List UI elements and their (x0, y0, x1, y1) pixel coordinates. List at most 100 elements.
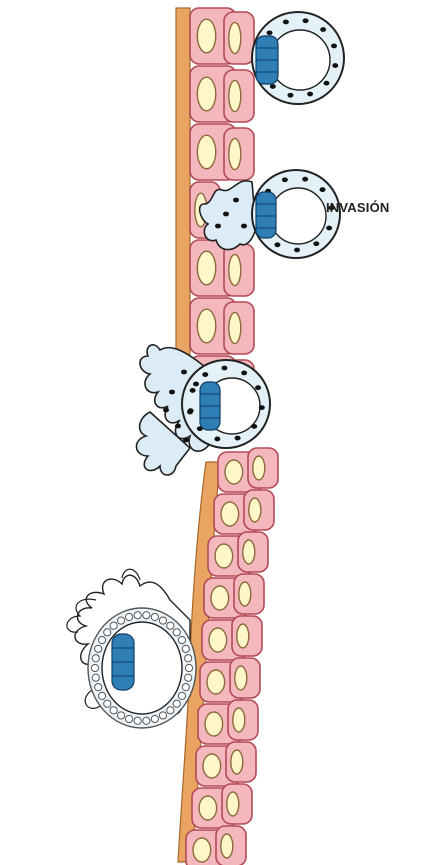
epithelial-cell (224, 302, 254, 354)
inner-cell-mass (256, 36, 278, 84)
cell-nucleus (249, 498, 261, 522)
trophoblast-nucleus (181, 370, 187, 375)
trophoblast-bead (143, 717, 150, 724)
trophoblast-bead (178, 692, 185, 699)
trophoblast-nucleus (241, 371, 247, 376)
trophoblast-bead (95, 684, 102, 691)
cell-nucleus (253, 456, 265, 480)
trophoblast-nucleus (320, 27, 326, 32)
cell-nucleus (197, 77, 215, 111)
trophoblast-bead (167, 707, 174, 714)
cell-nucleus (225, 460, 243, 484)
cell-nucleus (227, 792, 239, 816)
trophoblast-nucleus (259, 405, 265, 410)
trophoblast-nucleus (215, 224, 221, 229)
inner-cell-mass (112, 634, 134, 690)
cell-nucleus (205, 712, 223, 736)
trophoblast-bead (182, 645, 189, 652)
trophoblast-nucleus (323, 81, 329, 86)
trophoblast-bead (185, 674, 192, 681)
blastocyst-attachment (252, 12, 344, 104)
trophoblast-bead (126, 613, 133, 620)
trophoblast-bead (134, 717, 141, 724)
epithelial-cell (230, 658, 260, 698)
cell-nucleus (207, 670, 225, 694)
cell-nucleus (197, 251, 215, 285)
trophoblast-bead (173, 629, 180, 636)
trophoblast-nucleus (255, 385, 261, 390)
trophoblast-nucleus (332, 63, 338, 68)
epithelial-cell (216, 826, 246, 865)
trophoblast-bead (167, 622, 174, 629)
trophoblast-nucleus (274, 242, 280, 247)
trophoblast-bead (98, 636, 105, 643)
inner-cell-mass (200, 382, 220, 430)
trophoblast-bead (117, 617, 124, 624)
trophoblast-bead (117, 712, 124, 719)
trophoblast-bead (182, 684, 189, 691)
cell-nucleus (215, 544, 233, 568)
cell-nucleus (211, 586, 229, 610)
trophoblast-bead (151, 715, 158, 722)
blastocyst-invasion (200, 170, 340, 258)
trophoblast-nucleus (233, 198, 239, 203)
cell-nucleus (203, 754, 221, 778)
trophoblast-bead (126, 715, 133, 722)
trophoblast-bead (143, 612, 150, 619)
trophoblast-nucleus (175, 424, 181, 429)
trophoblast-bead (185, 655, 192, 662)
trophoblast-bead (110, 622, 117, 629)
epithelial-cell (224, 244, 254, 296)
trophoblast-nucleus (303, 18, 309, 23)
cell-nucleus (229, 138, 241, 169)
cell-nucleus (229, 22, 241, 53)
epithelial-cell (248, 448, 278, 488)
trophoblast-bead (91, 664, 98, 671)
epithelial-cell (224, 12, 254, 64)
trophoblast-nucleus (221, 366, 227, 371)
trophoblast-nucleus (302, 177, 308, 182)
trophoblast-nucleus (287, 93, 293, 98)
cell-nucleus (243, 540, 255, 564)
trophoblast-nucleus (183, 438, 189, 443)
cell-nucleus (231, 750, 243, 774)
cell-nucleus (221, 834, 233, 858)
trophoblast-bead (95, 645, 102, 652)
trophoblast-bead (134, 612, 141, 619)
trophoblast-nucleus (193, 382, 199, 387)
trophoblast-nucleus (331, 44, 337, 49)
epithelial-cell (224, 128, 254, 180)
trophoblast-bead (159, 712, 166, 719)
trophoblast-nucleus (313, 241, 319, 246)
epithelial-cell (226, 742, 256, 782)
trophoblast-bead (185, 664, 192, 671)
invasion-label: INVASIÓN (326, 200, 389, 215)
cell-nucleus (233, 708, 245, 732)
epithelial-cell (232, 616, 262, 656)
trophoblast-nucleus (283, 20, 289, 25)
trophoblast-bead (151, 613, 158, 620)
trophoblast-nucleus (270, 84, 276, 89)
cell-nucleus (229, 80, 241, 111)
trophoblast-bead (159, 617, 166, 624)
trophoblast-nucleus (326, 226, 332, 231)
trophoblast-nucleus (251, 424, 257, 429)
cell-nucleus (229, 254, 241, 285)
trophoblast-nucleus (214, 437, 220, 442)
epithelial-cell (238, 532, 268, 572)
inner-cell-mass (256, 192, 276, 238)
trophoblast-nucleus (307, 92, 313, 97)
trophoblast-nucleus (187, 410, 193, 415)
cell-nucleus (197, 135, 215, 169)
trophoblast-nucleus (267, 30, 273, 35)
trophoblast-bead (92, 674, 99, 681)
trophoblast-nucleus (223, 212, 229, 217)
trophoblast-bead (104, 629, 111, 636)
trophoblast-nucleus (202, 372, 208, 377)
trophoblast-nucleus (241, 224, 247, 229)
cell-nucleus (193, 838, 211, 862)
epithelial-cell (228, 700, 258, 740)
trophoblast-bead (104, 700, 111, 707)
epithelial-cell (222, 784, 252, 824)
